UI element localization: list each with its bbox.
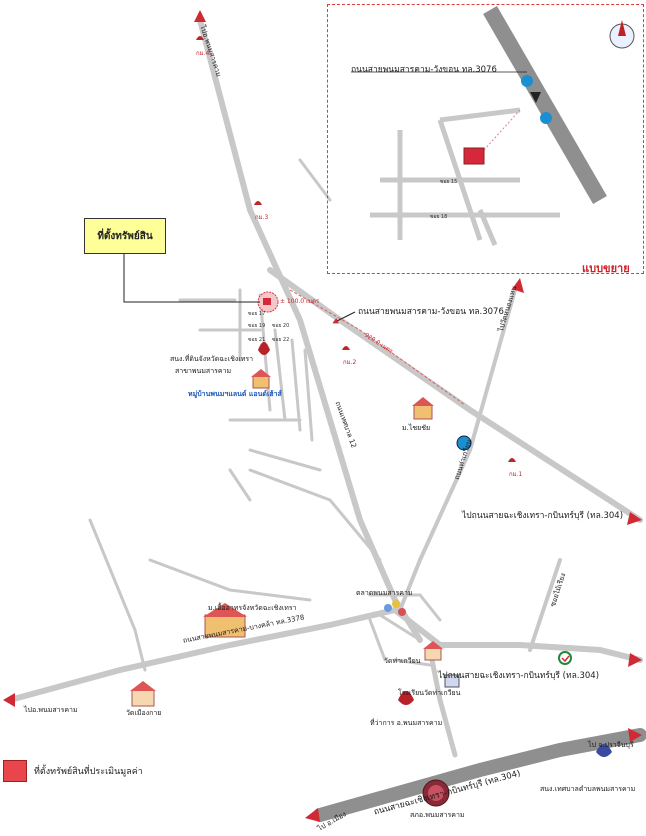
municipal-label: สนง.เทศบาลตำบลพนมสารคาม [540, 785, 636, 793]
asset-marker [257, 291, 279, 313]
direction-arrows [3, 10, 642, 822]
km3-label: กม.3 [255, 214, 269, 221]
to-prachin-label: ไป จ.ปราจีนบุรี [588, 741, 634, 749]
dist-100-label: ± 100.0 เมตร [280, 298, 320, 305]
hospital-label: ม.เอื้ออาทรจังหวัดฉะเชิงเทรา [208, 604, 297, 612]
landmark-icons [130, 342, 612, 807]
soi-19-label: ซอย 19 [248, 323, 266, 329]
wat-mueang-label: วัดเมืองกาย [126, 709, 162, 717]
land-office-branch-label: สาขาพนมสารคาม [175, 367, 232, 375]
soi-20-label: ซอย 20 [272, 323, 290, 329]
road-inset-label: ถนนสายพนมสารคาม-วังขอน ทล.3076 [351, 65, 497, 75]
police-label: สภอ.พนมสารคาม [410, 811, 465, 819]
km4-label: กม.4 [196, 50, 210, 57]
legend-swatch [3, 760, 27, 782]
road-main-label: ถนนสายพนมสารคาม-วังขอน ทล.3076 [358, 307, 504, 317]
inset-map [351, 5, 635, 246]
wat-tha-label: วัดท่าเกวียน [384, 657, 421, 665]
land-office-label: สนง.ที่ดินจังหวัดฉะเชิงเทรา [170, 355, 254, 363]
school2-label: โรงเรียนวัดท่าเกวียน [398, 689, 461, 697]
village-label: หมู่บ้านพนมฯแลนด์ แอนด์เฮ้าส์ [188, 390, 282, 398]
km-markers [196, 36, 516, 462]
school-label: ม.ไชยชัย [402, 424, 431, 432]
enlarged-inset-frame [327, 4, 644, 274]
soi-21-label: ซอย 21 [248, 337, 266, 343]
pointer-line [123, 252, 260, 303]
enlarged-label: แบบขยาย [582, 262, 630, 275]
market-label: ตลาดพนมสารคาม [356, 589, 413, 597]
soi-18-label: ซอย 18 [430, 214, 448, 220]
legend-label: ที่ตั้งทรัพย์สินที่ประเมินมูลค่า [34, 767, 143, 777]
soi-22-label: ซอย 22 [272, 337, 290, 343]
km2-label: กม.2 [343, 359, 357, 366]
district-label: ที่ว่าการ อ.พนมสารคาม [370, 719, 443, 727]
soi-15-label: ซอย 15 [440, 179, 458, 185]
main-roads [7, 17, 646, 822]
to-phanom-label: ไปอ.พนมสารคาม [24, 706, 78, 714]
to-304-top-label: ไปถนนสายฉะเชิงเทรา-กบินทร์บุรี (ทล.304) [462, 511, 624, 521]
to-304-mid-label: ไปถนนสายฉะเชิงเทรา-กบินทร์บุรี (ทล.304) [438, 671, 600, 681]
soi-17-label: ซอย 17 [248, 311, 266, 317]
km1-label: กม.1 [509, 471, 523, 478]
asset-title-box: ที่ตั้งทรัพย์สิน [84, 218, 166, 254]
